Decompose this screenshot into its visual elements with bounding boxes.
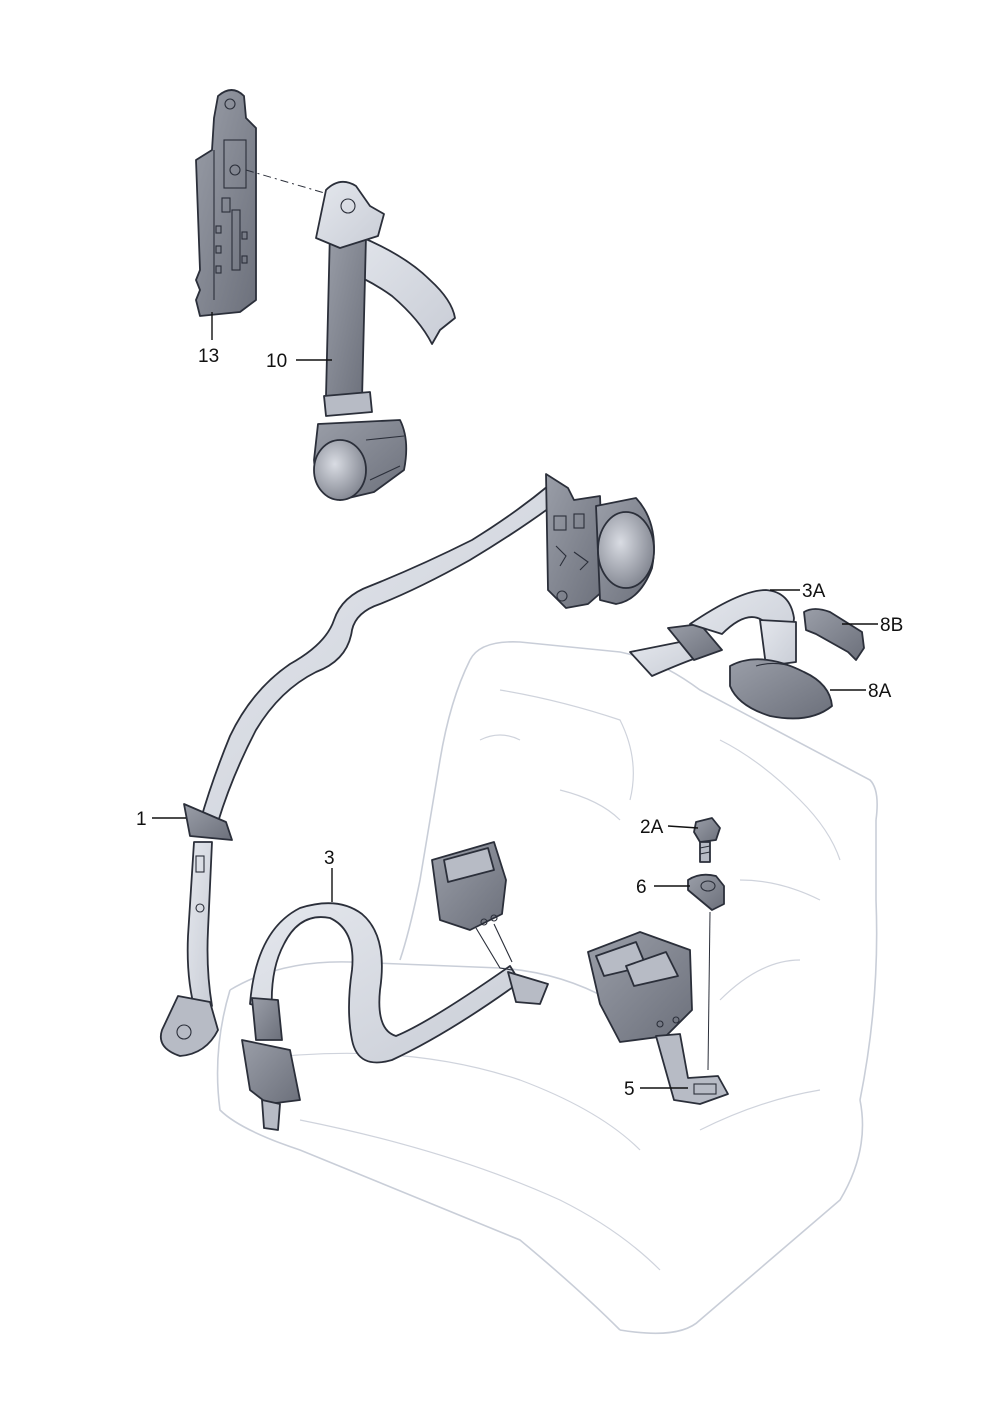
svg-text:3: 3 bbox=[324, 848, 335, 869]
spacer-6 bbox=[687, 873, 725, 911]
callout-3: 3 bbox=[324, 848, 335, 902]
svg-text:2A: 2A bbox=[640, 817, 664, 838]
three-point-belt-1 bbox=[159, 473, 655, 1057]
bolt-axis-line bbox=[707, 911, 711, 1071]
svg-text:13: 13 bbox=[198, 346, 219, 367]
belt-retractor-10 bbox=[313, 180, 456, 501]
callout-8B: 8B bbox=[842, 615, 903, 636]
double-buckle-5 bbox=[587, 931, 729, 1105]
bracket-alignment-line bbox=[245, 169, 329, 195]
callout-8A: 8A bbox=[830, 681, 892, 702]
svg-text:6: 6 bbox=[636, 877, 647, 898]
callout-3A: 3A bbox=[770, 581, 826, 602]
svg-text:1: 1 bbox=[136, 809, 147, 830]
bolt-2A bbox=[693, 817, 721, 863]
svg-text:8B: 8B bbox=[880, 615, 903, 636]
callout-2A: 2A bbox=[640, 817, 699, 838]
callout-1: 1 bbox=[136, 809, 186, 830]
belt-guide-cover-8A bbox=[729, 658, 833, 720]
single-buckle bbox=[431, 841, 513, 971]
svg-text:3A: 3A bbox=[802, 581, 826, 602]
mounting-bracket-13 bbox=[195, 89, 257, 317]
callout-6: 6 bbox=[636, 877, 690, 898]
svg-text:10: 10 bbox=[266, 351, 287, 372]
callout-5: 5 bbox=[624, 1079, 688, 1100]
svg-text:8A: 8A bbox=[868, 681, 892, 702]
lap-belt-3 bbox=[241, 902, 549, 1131]
cap-8B bbox=[803, 608, 865, 661]
callout-13: 13 bbox=[198, 312, 219, 367]
svg-text:5: 5 bbox=[624, 1079, 635, 1100]
callout-10: 10 bbox=[266, 351, 332, 372]
centre-belt-3A bbox=[629, 589, 797, 677]
